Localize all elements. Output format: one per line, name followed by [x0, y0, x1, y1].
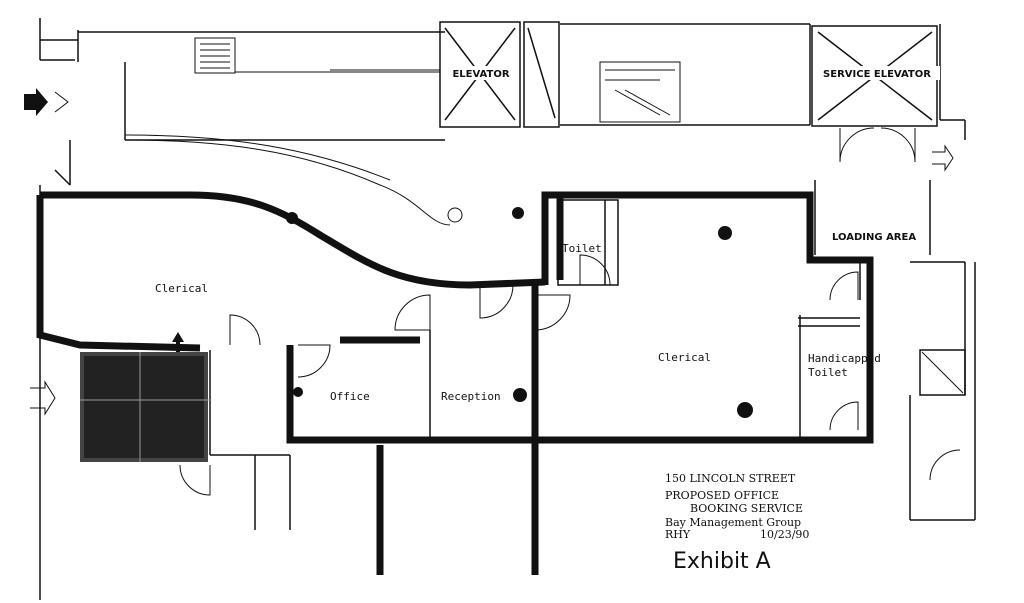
loading-area-label: LOADING AREA — [832, 232, 916, 243]
reception-label: Reception — [441, 390, 501, 403]
interior-walls — [209, 260, 861, 530]
clerical-west-label: Clerical — [155, 282, 208, 295]
service-elevator-label: SERVICE ELEVATOR — [823, 69, 931, 80]
curved-ramp — [124, 139, 451, 226]
elevator-shaft: ELEVATOR — [439, 21, 560, 128]
toilet-label: Toilet — [562, 242, 602, 255]
handicapped-toilet-label-line2: Toilet — [808, 366, 848, 379]
loading-area: LOADING AREA — [814, 180, 931, 255]
title-block: 150 LINCOLN STREET PROPOSED OFFICE BOOKI… — [665, 472, 809, 574]
elevator-label: ELEVATOR — [452, 69, 509, 80]
clerical-east-label: Clerical — [658, 351, 711, 364]
entry-arrow-icon — [24, 88, 69, 116]
structural-columns — [286, 207, 753, 418]
room-labels: Clerical Clerical Office Reception Handi… — [155, 282, 881, 403]
handicapped-toilet-label-line1: Handicapped — [808, 352, 881, 365]
title-line2: BOOKING SERVICE — [690, 502, 803, 515]
upper-stair — [194, 37, 440, 74]
office-label: Office — [330, 390, 370, 403]
column-circle — [447, 207, 463, 223]
tenant-walls — [36, 191, 874, 575]
toilet-walls: Toilet — [557, 199, 619, 286]
left-stair — [30, 332, 210, 462]
title-initials: RHY — [665, 528, 691, 541]
title-address: 150 LINCOLN STREET — [665, 472, 796, 485]
middle-stair — [599, 61, 681, 123]
door-swings — [179, 271, 859, 496]
exhibit-label: Exhibit A — [673, 549, 771, 574]
right-wing — [909, 261, 976, 521]
title-date: 10/23/90 — [760, 528, 809, 541]
curved-ramp-inner — [124, 134, 391, 181]
title-line3: Bay Management Group — [665, 516, 801, 529]
title-line1: PROPOSED OFFICE — [665, 489, 779, 502]
service-elevator-shaft: SERVICE ELEVATOR — [811, 25, 954, 172]
